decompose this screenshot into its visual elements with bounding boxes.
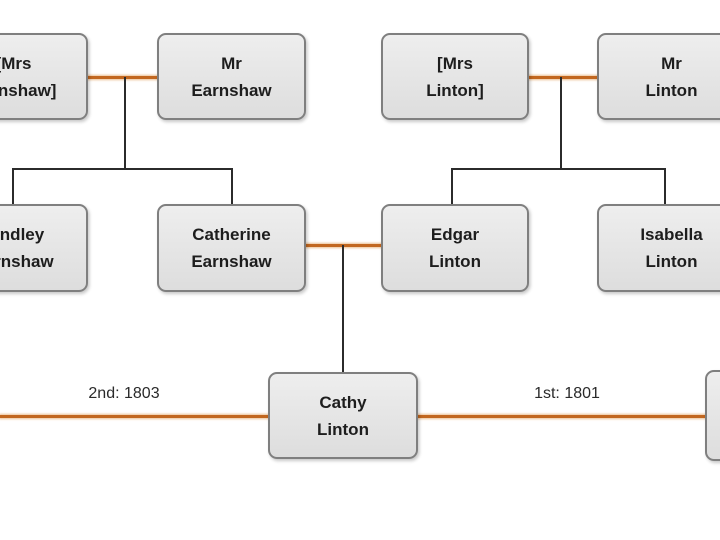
descent-line-linton-drop [560, 77, 562, 169]
descent-line-to-edgar [451, 168, 453, 206]
node-label-line2: Earnshaw [191, 80, 272, 100]
marriage-line-catherine-edgar [304, 244, 384, 247]
node-label-line2: Linton [645, 252, 698, 271]
descent-line-to-cathy [342, 245, 344, 374]
node-edgar-linton: Edgar Linton [381, 204, 529, 292]
node-offscreen-right-spouse [705, 370, 720, 461]
node-label-line2: Linton [645, 80, 698, 100]
node-label-line2: Earnshaw] [0, 80, 57, 100]
node-label-line2: Linton] [426, 80, 484, 100]
marriage-line-cathy-second [0, 415, 270, 418]
node-label-line2: Linton [317, 419, 369, 439]
node-label-line2: Linton [429, 252, 481, 271]
node-hindley-earnshaw: Hindley Earnshaw [0, 204, 88, 292]
marriage-label-first-1801: 1st: 1801 [534, 385, 600, 402]
node-mr-linton: Mr Linton [597, 33, 720, 120]
node-label-line1: Hindley [0, 225, 45, 244]
node-label-line2: Earnshaw [0, 252, 54, 271]
node-label-line1: Catherine [192, 225, 271, 244]
descent-line-earnshaw-rail [12, 168, 233, 170]
descent-line-earnshaw-drop [124, 77, 126, 169]
node-label-line1: [Mrs [0, 53, 32, 73]
node-label-line1: Edgar [430, 225, 480, 244]
node-label-line1: Cathy [319, 392, 367, 412]
node-catherine-earnshaw: Catherine Earnshaw [157, 204, 306, 292]
node-label-line1: Mr [221, 53, 242, 73]
node-label-line1: Mr [661, 53, 682, 73]
node-label-line1: Isabella [640, 225, 703, 244]
descent-line-linton-rail [451, 168, 666, 170]
node-mrs-earnshaw: [Mrs Earnshaw] [0, 33, 88, 120]
node-mr-earnshaw: Mr Earnshaw [157, 33, 306, 120]
marriage-line-earnshaw-parents [86, 76, 159, 79]
node-label-line2: Earnshaw [191, 252, 272, 271]
descent-line-to-catherine [231, 168, 233, 206]
descent-line-to-hindley [12, 168, 14, 206]
marriage-label-second-1803: 2nd: 1803 [88, 385, 160, 402]
descent-line-to-isabella [664, 168, 666, 206]
node-label-line1: [Mrs [437, 53, 473, 73]
marriage-line-linton-parents [527, 76, 599, 79]
marriage-line-cathy-first [416, 415, 707, 418]
node-mrs-linton: [Mrs Linton] [381, 33, 529, 120]
node-cathy-linton: Cathy Linton [268, 372, 418, 459]
node-isabella-linton: Isabella Linton [597, 204, 720, 292]
